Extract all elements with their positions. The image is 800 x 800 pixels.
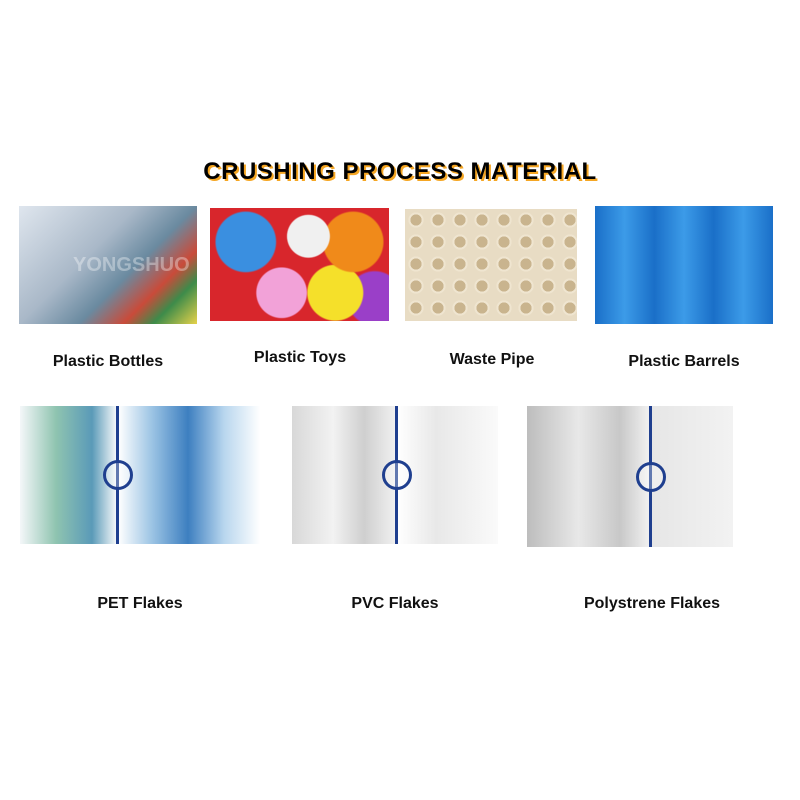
compare-handle[interactable] bbox=[382, 460, 412, 490]
plastic-bottles-image: YONGSHUO bbox=[19, 206, 197, 324]
label-pvc-flakes: PVC Flakes bbox=[351, 595, 439, 612]
compare-handle[interactable] bbox=[103, 460, 133, 490]
label-pet-flakes: PET Flakes bbox=[97, 595, 183, 612]
label-plastic-bottles: Plastic Bottles bbox=[52, 353, 164, 370]
label-plastic-toys: Plastic Toys bbox=[253, 349, 347, 366]
pvc-flakes-image bbox=[292, 406, 498, 544]
label-plastic-barrels: Plastic Barrels bbox=[628, 353, 740, 370]
pet-flakes-image bbox=[20, 406, 260, 544]
page-title: CRUSHING PROCESS MATERIAL bbox=[203, 158, 597, 185]
compare-handle[interactable] bbox=[636, 461, 666, 492]
polystyrene-flakes-image bbox=[527, 406, 733, 547]
plastic-toys-image bbox=[210, 208, 389, 321]
label-waste-pipe: Waste Pipe bbox=[449, 351, 535, 368]
waste-pipe-image bbox=[405, 209, 577, 321]
plastic-barrels-image bbox=[595, 206, 773, 324]
label-polystyrene-flakes: Polystrene Flakes bbox=[583, 595, 721, 612]
